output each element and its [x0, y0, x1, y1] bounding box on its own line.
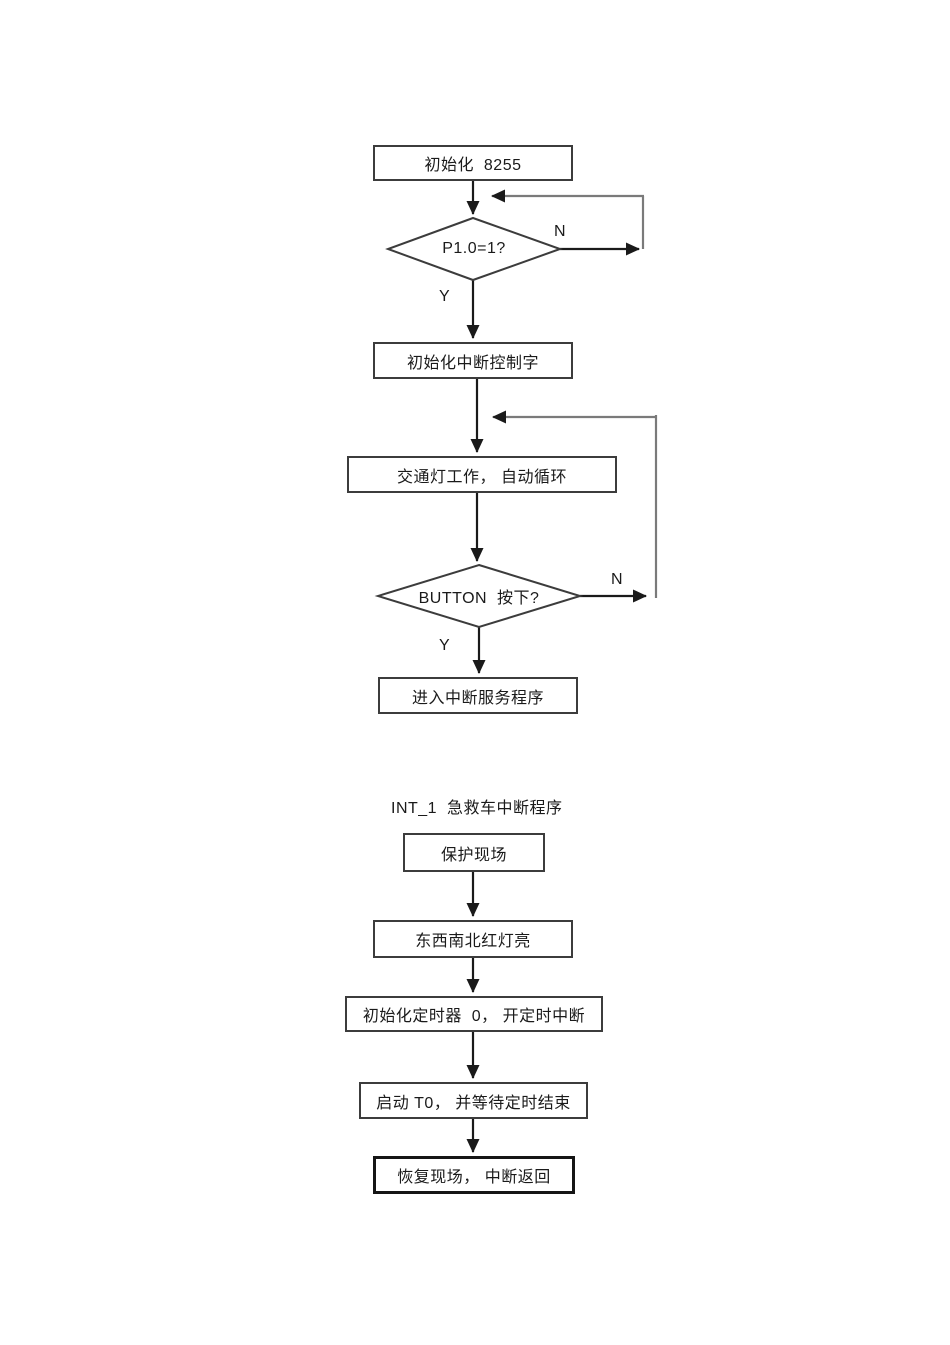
section-title-int1-ambulance-interrupt: INT_1 急救车中断程序 [391, 800, 563, 817]
process-save-context: 保护现场 [403, 833, 545, 872]
decision-button-shape [374, 563, 584, 629]
decision-button-label: BUTTON 按下? [418, 590, 540, 607]
process-restore-context-return: 恢复现场， 中断返回 [373, 1156, 575, 1194]
process-init-timer0: 初始化定时器 0， 开定时中断 [345, 996, 603, 1032]
process-all-red-lights-on: 东西南北红灯亮 [373, 920, 573, 958]
branch-label-p10-yes: Y [439, 288, 450, 305]
decision-p10-label: P1.0=1? [442, 240, 506, 257]
branch-label-button-no: N [611, 571, 623, 588]
process-enter-interrupt-service: 进入中断服务程序 [378, 677, 578, 714]
branch-label-p10-no: N [554, 223, 566, 240]
branch-label-button-yes: Y [439, 637, 450, 654]
process-init-interrupt-control-word: 初始化中断控制字 [373, 342, 573, 379]
process-traffic-light-auto-cycle: 交通灯工作， 自动循环 [347, 456, 617, 493]
decision-p10-shape [385, 216, 563, 282]
process-start-t0-wait: 启动 T0， 并等待定时结束 [359, 1082, 588, 1119]
process-init-8255: 初始化 8255 [373, 145, 573, 181]
